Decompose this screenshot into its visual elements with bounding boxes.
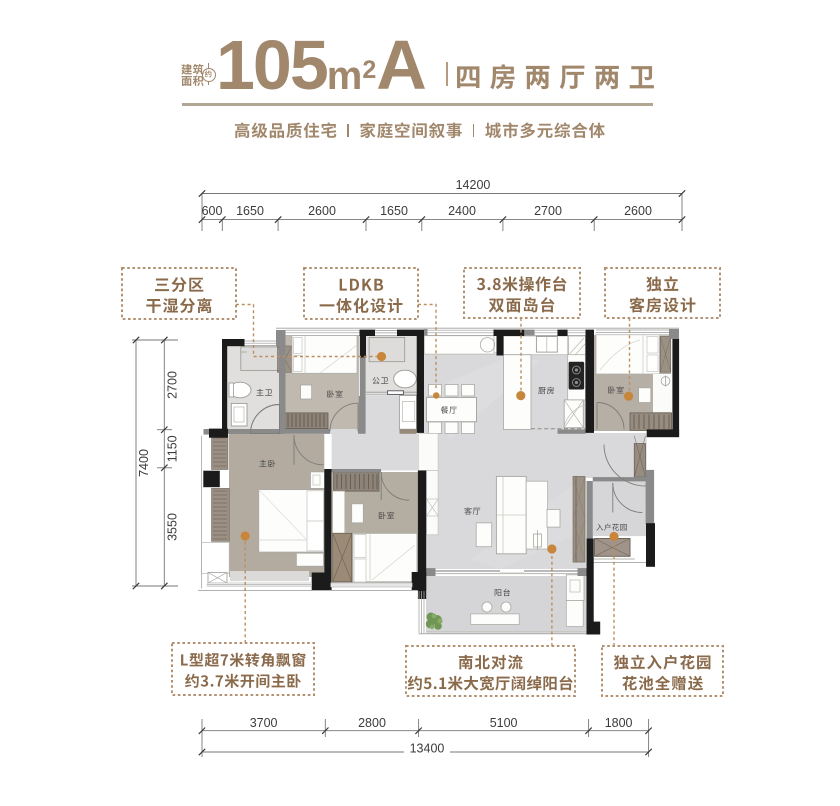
svg-text:2700: 2700 bbox=[166, 371, 180, 399]
svg-text:1150: 1150 bbox=[166, 435, 180, 462]
svg-text:1800: 1800 bbox=[605, 716, 633, 730]
svg-text:2600: 2600 bbox=[308, 204, 336, 218]
svg-text:2800: 2800 bbox=[358, 716, 386, 730]
svg-text:14200: 14200 bbox=[456, 178, 491, 192]
svg-text:3700: 3700 bbox=[250, 716, 278, 730]
svg-text:2600: 2600 bbox=[624, 204, 652, 218]
svg-text:2700: 2700 bbox=[534, 204, 562, 218]
svg-text:1650: 1650 bbox=[380, 204, 408, 218]
svg-text:13400: 13400 bbox=[410, 742, 445, 756]
svg-text:600: 600 bbox=[202, 204, 223, 218]
svg-text:3550: 3550 bbox=[166, 513, 180, 541]
svg-text:7400: 7400 bbox=[137, 449, 151, 477]
svg-text:5100: 5100 bbox=[490, 716, 518, 730]
svg-text:2400: 2400 bbox=[448, 204, 476, 218]
svg-text:1650: 1650 bbox=[236, 204, 264, 218]
